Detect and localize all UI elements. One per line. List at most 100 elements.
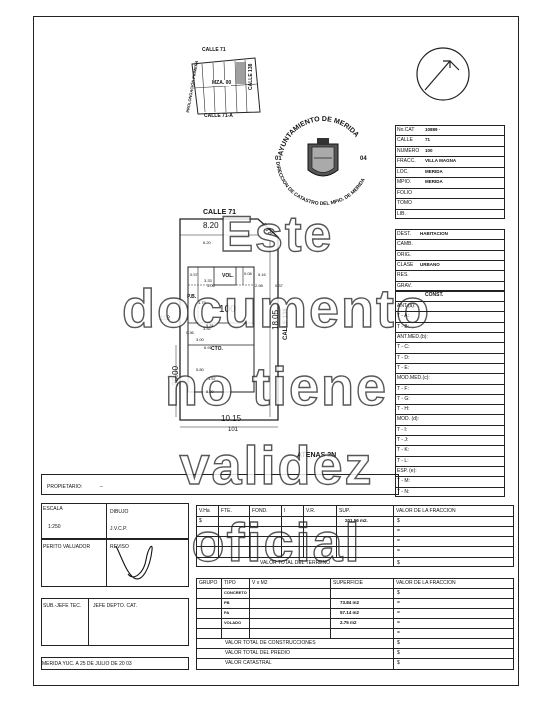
const-row-label: T - D: bbox=[397, 354, 410, 361]
info-value: VILLA MAGNA bbox=[425, 158, 457, 164]
watermark-line-3: no tiene bbox=[164, 356, 388, 417]
document-frame bbox=[33, 16, 519, 686]
dest-label: RES. bbox=[397, 272, 409, 279]
dest-row-divider bbox=[395, 270, 505, 272]
plan-small-dim: 5.80 bbox=[196, 367, 204, 372]
land-value: $ bbox=[397, 518, 400, 524]
const-row-label: ANT.MED.(b): bbox=[397, 333, 428, 340]
const-row-label: ANT.(a): bbox=[397, 303, 416, 309]
info-value: 100 bbox=[425, 147, 433, 153]
dest-label: CAMB. bbox=[397, 241, 413, 248]
municipal-seal: AYUNTAMIENTO DE MERIDA DIRECCION DE CATA… bbox=[274, 116, 367, 207]
const-row-divider bbox=[395, 342, 505, 344]
appraiser-label: PERITO VALUADOR bbox=[43, 544, 91, 550]
construction-value-table bbox=[196, 578, 514, 670]
land-table-header: V.Ha bbox=[199, 508, 210, 514]
plan-street-top: CALLE 71 bbox=[203, 209, 237, 216]
build-total-label: VALOR CATASTRAL bbox=[225, 660, 272, 666]
const-row-divider bbox=[395, 424, 505, 426]
dest-label: CLASE bbox=[397, 262, 414, 268]
plan-small-dim: 2.98 bbox=[255, 283, 263, 288]
land-table-header: FOND. bbox=[252, 508, 268, 514]
const-row-label: T - M: bbox=[397, 478, 410, 485]
build-tipo: PB bbox=[224, 600, 230, 605]
room-cto: CTO. bbox=[211, 346, 223, 352]
const-row-label: T - N: bbox=[397, 488, 410, 495]
const-row-divider bbox=[395, 393, 505, 395]
land-row-divider bbox=[196, 516, 514, 517]
land-surface: 201.56 m2. bbox=[345, 518, 368, 523]
const-row-divider bbox=[395, 383, 505, 385]
plan-small-dim: 0.57 bbox=[190, 272, 198, 277]
floor-plan bbox=[175, 218, 279, 428]
info-label: CALLE bbox=[397, 137, 413, 144]
plan-small-dim: 0.37 bbox=[275, 283, 283, 288]
const-row-divider bbox=[395, 362, 505, 364]
build-row-divider bbox=[196, 588, 514, 589]
land-col-divider bbox=[303, 505, 304, 557]
dest-row-divider bbox=[395, 280, 505, 282]
signature-divider bbox=[88, 598, 89, 646]
dest-row-divider bbox=[395, 239, 505, 241]
land-total-label: VALOR TOTAL DEL TERRENO bbox=[260, 560, 331, 566]
room-vol: VOL. bbox=[222, 273, 234, 279]
land-table-header: SUP. bbox=[339, 508, 351, 514]
appraiser-box bbox=[41, 539, 189, 587]
const-row-divider bbox=[395, 414, 505, 416]
info-row-divider bbox=[395, 135, 505, 137]
plan-small-dim: 5.16 bbox=[258, 272, 266, 277]
build-row-divider bbox=[196, 648, 514, 649]
land-row-divider bbox=[196, 546, 514, 547]
build-col-divider bbox=[393, 578, 394, 670]
build-value: = bbox=[397, 610, 400, 616]
info-value: 71 bbox=[425, 137, 431, 143]
plan-small-dim: 1.79 bbox=[198, 300, 206, 305]
build-row-divider bbox=[196, 638, 514, 639]
const-row-label: T - B: bbox=[397, 323, 410, 330]
land-extra-value: = bbox=[397, 528, 400, 534]
const-row-label: T - F: bbox=[397, 385, 409, 392]
land-extra-value: = bbox=[397, 548, 400, 554]
build-total-value: $ bbox=[397, 640, 400, 646]
build-table-header: GRUPO bbox=[199, 580, 218, 586]
watermark-line-1: Este bbox=[219, 205, 334, 262]
owner-label: PROPIETARIO: bbox=[47, 484, 83, 490]
build-surface: 2.75 m2 bbox=[340, 620, 357, 625]
dest-label: DEST. bbox=[397, 231, 412, 237]
land-table-header: V.R. bbox=[306, 508, 316, 514]
watermark-line-4: validez bbox=[179, 435, 374, 496]
build-value: = bbox=[397, 600, 400, 606]
build-table-header: TIPO bbox=[224, 580, 236, 586]
const-row-divider bbox=[395, 331, 505, 333]
const-row-label: MOD. (d): bbox=[397, 416, 419, 423]
build-surface: 57.14 m2 bbox=[340, 610, 360, 615]
dest-row-divider bbox=[395, 249, 505, 251]
land-col-divider bbox=[281, 505, 282, 557]
const-row-label: T - I: bbox=[397, 426, 408, 433]
const-row-divider bbox=[395, 435, 505, 437]
info-row-divider bbox=[395, 198, 505, 200]
build-value: = bbox=[397, 620, 400, 626]
dest-row-divider bbox=[395, 260, 505, 261]
build-total-label: VALOR TOTAL DE CONSTRUCCIONES bbox=[225, 640, 316, 646]
build-row-divider bbox=[196, 658, 514, 659]
const-row-divider bbox=[395, 404, 505, 406]
dest-value: URBANO bbox=[420, 262, 440, 267]
info-row-divider bbox=[395, 177, 505, 179]
map-street-top: CALLE 71 bbox=[202, 47, 226, 53]
const-row-label: T - G: bbox=[397, 395, 410, 402]
info-row-divider bbox=[395, 156, 505, 158]
plan-left-lot: 102 bbox=[160, 316, 171, 322]
owner-value: _ bbox=[100, 482, 103, 488]
info-value: MERIDA bbox=[425, 168, 443, 174]
const-row-divider bbox=[395, 373, 505, 375]
scale-value: 1:250 bbox=[48, 524, 61, 530]
build-tipo: VOLADO bbox=[224, 620, 242, 625]
reviewed-label: REVISO bbox=[110, 544, 129, 550]
build-value: = bbox=[397, 630, 400, 636]
plan-small-dim: 8.20 bbox=[206, 389, 214, 394]
land-row-prefix: $ bbox=[199, 518, 202, 524]
land-col-divider bbox=[218, 505, 219, 557]
plan-small-dim: 3.00 bbox=[196, 337, 204, 342]
plan-small-dim: 3.33 bbox=[204, 278, 212, 283]
